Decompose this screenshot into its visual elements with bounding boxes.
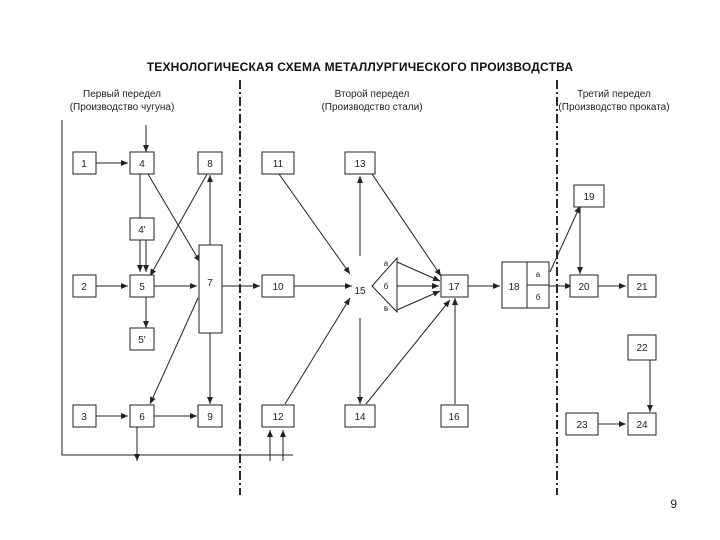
node-8-box [197,151,223,175]
node-4p-box [129,217,155,241]
node-14-label: 14 [354,412,366,423]
node-18-sub-a: а [536,270,541,279]
node-6-box [129,404,155,428]
node-12-box [261,404,295,428]
node-10-box [261,274,295,298]
node-22-label: 22 [636,343,648,354]
node-24-box [627,412,657,436]
node-18-sub-b: б [536,293,541,302]
section-3-subtitle: (Производство проката) [558,102,669,113]
node-19-label: 19 [583,192,595,203]
node-6-label: 6 [139,412,145,423]
diagram-title: ТЕХНОЛОГИЧЕСКАЯ СХЕМА МЕТАЛЛУРГИЧЕСКОГО … [147,60,574,74]
node-20-box [569,274,599,298]
node-11-box [261,151,295,175]
node-7-box [198,244,223,334]
node-7-label: 7 [207,278,213,289]
node-2-label: 2 [81,282,87,293]
node-21-label: 21 [636,282,648,293]
node-4-box [129,151,155,175]
node-3-label: 3 [81,412,87,423]
node-4-label: 4 [139,159,145,170]
node-13-label: 13 [354,159,366,170]
node-1-label: 1 [81,159,87,170]
node-5p-label: 5' [138,335,146,346]
section-2-subtitle: (Производство стали) [321,102,422,113]
fan-a-b-v [371,256,398,314]
node-13-box [344,151,376,175]
arrow-v-17 [396,290,441,311]
node-5p-box [129,327,155,351]
fan-label-v: в [384,304,388,313]
section-3-name: Третий передел [577,89,651,100]
node-23-label: 23 [576,420,588,431]
arrow-8-5 [149,173,208,277]
arrow-18-19 [549,205,581,273]
node-10-label: 10 [272,282,284,293]
page-number: 9 [670,497,677,511]
node-19-box [573,184,605,208]
node-1-box [72,151,97,175]
arrow-7-6 [149,297,199,405]
node-8-label: 8 [207,159,213,170]
node-4p-label: 4' [138,225,146,236]
section-1-name: Первый передел [83,89,161,100]
node-14-box [344,404,376,428]
fan-label-a: а [384,259,389,268]
section-1-subtitle: (Производство чугуна) [70,102,175,113]
node-20-label: 20 [578,282,590,293]
arrow-14-17 [365,299,451,405]
bottom-bus-line [61,120,293,456]
arrow-13-17 [371,173,442,277]
node-11-label: 11 [273,159,284,170]
arrow-4-7 [147,173,201,263]
arrow-11-15 [278,173,351,275]
node-21-box [627,274,657,298]
node-22-box [627,334,657,361]
node-5-box [129,274,155,298]
node-2-box [72,274,97,298]
arrow-a-17 [396,261,441,282]
node-15-label: 15 [354,286,366,297]
node-9-label: 9 [207,412,213,423]
node-24-label: 24 [636,420,648,431]
section-2-name: Второй передел [335,89,410,100]
node-17-label: 17 [448,282,460,293]
node-17-box [440,274,469,298]
node-5-label: 5 [139,282,145,293]
node-12-label: 12 [272,412,284,423]
node-16-label: 16 [448,412,460,423]
fan-label-b: б [384,282,389,291]
node-9-box [197,404,223,428]
node-18-label: 18 [508,282,520,293]
arrow-12-15 [284,297,351,405]
node-16-box [440,404,469,428]
node-23-box [565,412,599,436]
node-3-box [72,404,97,428]
